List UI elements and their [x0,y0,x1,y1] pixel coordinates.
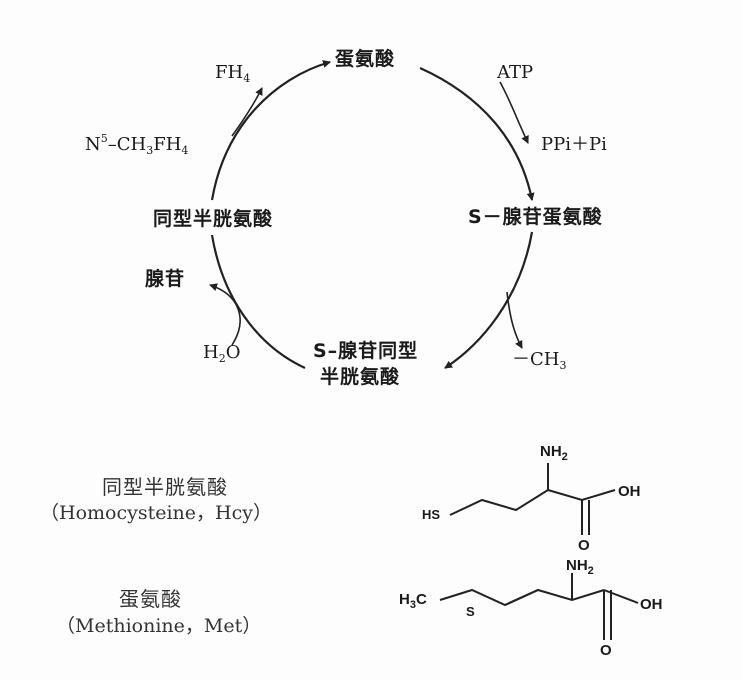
arrow-h2o-adenosine [209,283,241,346]
met-sulfur: S [466,604,475,619]
arc-met-to-sam [419,66,535,201]
hcy-nh2-subscript: 2 [561,451,568,463]
met-h-text: H [399,591,410,608]
legend-met-chinese: 蛋氨酸 [119,587,182,611]
water-h: H [203,342,219,363]
homocysteine-structure [449,463,616,535]
met-methyl: H3C [399,592,427,611]
met-carbonyl-oxygen: O [600,642,612,659]
met-c-text: C [415,591,427,608]
met-nh2-subscript: 2 [587,565,594,577]
methyl-subscript: 3 [559,359,567,372]
hcy-amino-group: NH2 [540,444,568,463]
n5-superscript: 5 [100,132,108,145]
arc-sah-to-hcy [210,234,306,369]
fh4-subscript: 4 [243,72,251,85]
hcy-thiol: HS [422,507,441,522]
legend-met-english: （Methionine，Met） [56,615,262,637]
n5-n: N [85,134,101,155]
met-amino-group: NH2 [566,558,594,577]
met-hydroxyl: OH [640,596,663,613]
label-s-adenosylmethionine: S－腺苷蛋氨酸 [468,206,603,228]
hcy-carbonyl-oxygen: O [578,537,590,554]
arrow-ch3-out [506,291,523,349]
n5-ch3-subscript: 3 [146,144,154,157]
label-ppi-pi: PPi＋Pi [541,134,607,155]
label-atp: ATP [497,62,534,83]
arrow-methyl-donor [231,87,263,137]
label-adenosine: 腺苷 [145,268,186,290]
arc-hcy-to-met [210,60,331,201]
methyl-text: －CH [512,349,560,370]
fh4-text: FH [215,62,244,83]
met-nh-text: NH [566,557,588,574]
label-sah-line2: 半胱氨酸 [320,366,401,388]
label-homocysteine: 同型半胱氨酸 [153,208,274,230]
n5-fh: FH [153,134,182,155]
water-subscript: 2 [218,352,226,365]
label-methyl-out: －CH3 [512,349,567,372]
arc-sam-to-sah [444,231,534,369]
legend-hcy-english: （Homocysteine，Hcy） [40,502,272,524]
water-o: O [225,342,241,363]
legend-hcy-chinese: 同型半胱氨酸 [102,475,228,499]
label-methyl-thf: N5–CH3FH4 [85,133,188,156]
label-water: H2O [203,342,241,365]
methionine-structure [439,573,639,640]
hcy-nh-text: NH [540,443,562,460]
n5-ch: –CH [107,134,147,155]
met-h3-subscript: 3 [409,599,416,611]
hcy-hydroxyl: OH [618,483,641,500]
label-fh4: FH4 [215,62,251,85]
label-sah-line1: S–腺苷同型 [313,340,419,362]
arrow-atp-in [499,81,529,144]
label-methionine: 蛋氨酸 [335,48,396,70]
n5-fh4-subscript: 4 [181,144,189,157]
